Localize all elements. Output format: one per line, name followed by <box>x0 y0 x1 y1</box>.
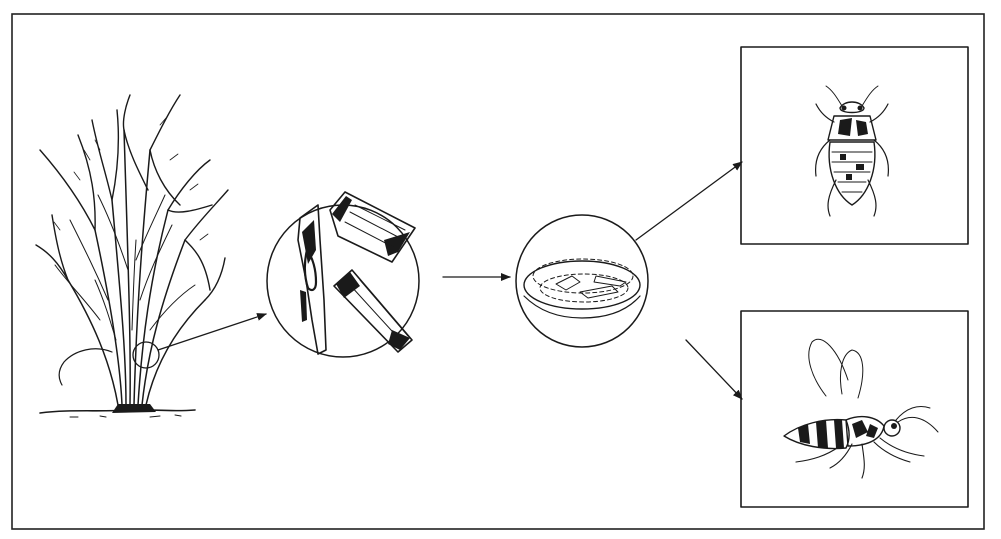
wasp-icon <box>783 338 939 479</box>
stem-sections-icon <box>266 191 420 358</box>
arrow-plant-to-stem <box>157 313 267 351</box>
planthopper-box <box>740 46 969 245</box>
diagram-frame <box>11 13 985 530</box>
planthopper-icon <box>815 85 889 217</box>
arrow-dish-to-planthopper <box>635 161 743 241</box>
petri-dish-icon <box>515 214 649 348</box>
wasp-box <box>740 310 969 508</box>
flow-arrows <box>157 161 743 400</box>
rice-plant-icon <box>35 94 229 418</box>
arrow-dish-to-wasp <box>685 339 743 400</box>
